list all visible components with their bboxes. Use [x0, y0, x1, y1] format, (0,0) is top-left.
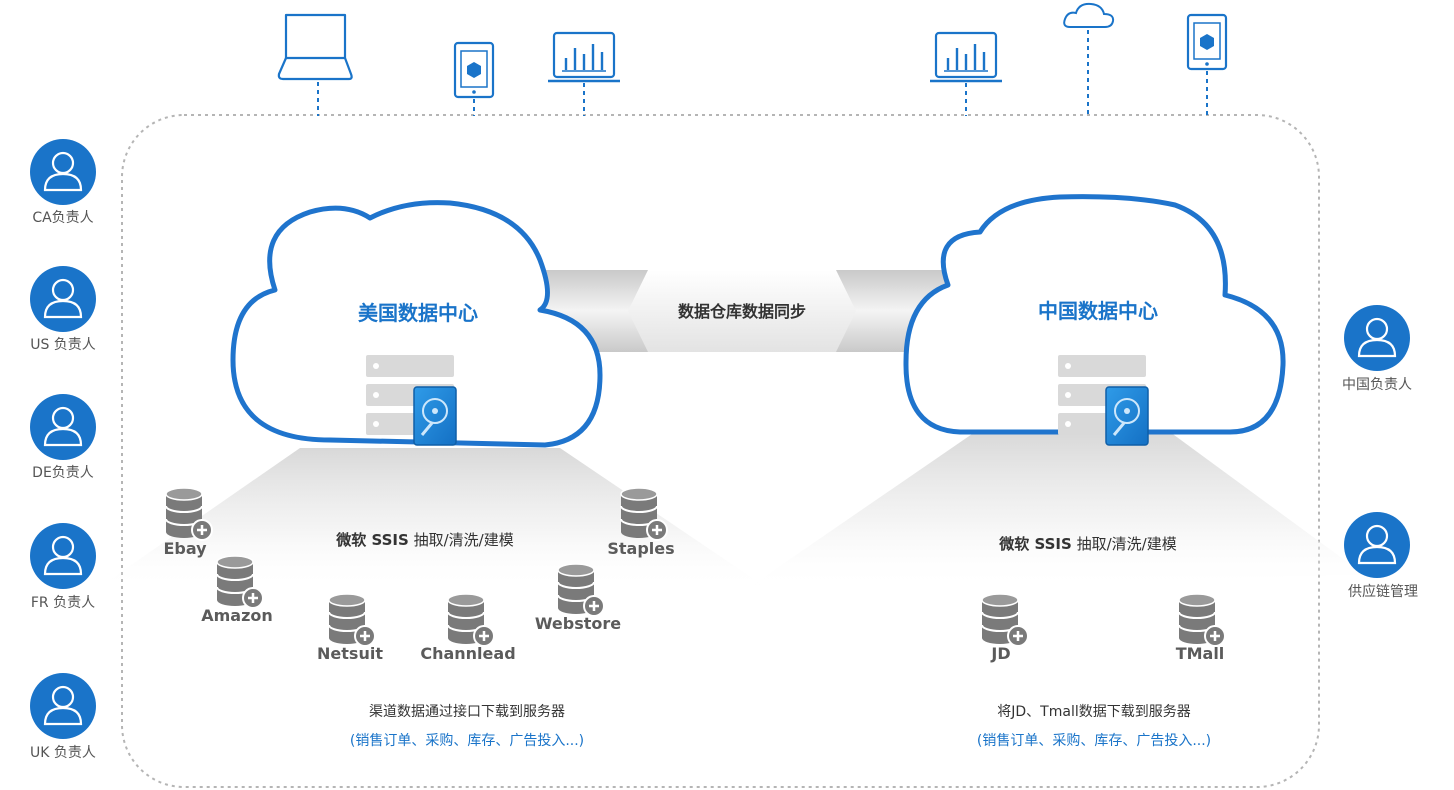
database-icon-tmall	[1177, 592, 1227, 648]
us-ssis-label: 微软 SSIS 抽取/清洗/建模	[335, 531, 513, 549]
db-label-staples: Staples	[607, 539, 674, 558]
cn-ssis-label: 微软 SSIS 抽取/清洗/建模	[998, 535, 1176, 553]
person-label-supply-chain: 供应链管理	[1348, 583, 1418, 600]
person-label-ca: CA负责人	[32, 210, 93, 226]
sync-label: 数据仓库数据同步	[678, 302, 806, 321]
cn-processing-cone	[745, 432, 1365, 590]
person-label-de: DE负责人	[32, 465, 94, 481]
cn-ssis-rest: 抽取/清洗/建模	[1072, 535, 1177, 553]
database-icon-staples	[619, 486, 669, 542]
us-note-line1: 渠道数据通过接口下载到服务器	[369, 703, 565, 720]
cn-cloud-shape	[903, 194, 1286, 435]
db-label-amazon: Amazon	[201, 606, 273, 625]
database-icon-channlead	[446, 592, 496, 648]
us-processing-cone	[95, 448, 770, 590]
cn-note-line1: 将JD、Tmall数据下载到服务器	[997, 704, 1190, 720]
db-label-ebay: Ebay	[163, 539, 207, 558]
person-icon-us	[28, 264, 98, 334]
database-icon-jd	[980, 592, 1030, 648]
person-label-fr: FR 负责人	[31, 595, 95, 611]
us-data-center-title: 美国数据中心	[358, 301, 478, 325]
us-ssis-rest: 抽取/清洗/建模	[409, 531, 514, 549]
laptop-icon	[277, 13, 353, 81]
system-boundary-frame	[121, 114, 1320, 788]
us-note-line2: (销售订单、采购、库存、广告投入...)	[350, 733, 584, 749]
db-label-jd: JD	[990, 644, 1010, 663]
cn-data-center-title: 中国数据中心	[1038, 299, 1158, 323]
person-icon-fr	[28, 521, 98, 591]
cn-ssis-bold: 微软 SSIS	[998, 535, 1072, 553]
tablet-icon	[1186, 13, 1228, 71]
person-icon-de	[28, 392, 98, 462]
us-ssis-bold: 微软 SSIS	[335, 531, 409, 549]
db-label-netsuit: Netsuit	[317, 644, 383, 663]
person-label-us: US 负责人	[30, 337, 96, 353]
person-label-china: 中国负责人	[1342, 377, 1412, 393]
person-icon-ca	[28, 137, 98, 207]
person-icon-china	[1342, 303, 1412, 373]
cloud-icon	[1063, 2, 1115, 28]
us-cloud-shape	[230, 200, 603, 448]
person-icon-supply-chain	[1342, 510, 1412, 580]
db-label-webstore: Webstore	[535, 614, 621, 633]
dashboard-monitor-icon	[546, 31, 622, 83]
cn-server-icon	[1056, 353, 1150, 447]
tablet-icon	[453, 41, 495, 99]
dashboard-monitor-icon	[928, 31, 1004, 83]
us-server-icon	[364, 353, 458, 447]
person-label-uk: UK 负责人	[30, 745, 96, 761]
sync-band	[530, 270, 950, 352]
db-label-tmall: TMall	[1176, 644, 1225, 663]
cn-note-line2: (销售订单、采购、库存、广告投入...)	[977, 733, 1211, 749]
db-label-channlead: Channlead	[420, 644, 515, 663]
database-icon-netsuit	[327, 592, 377, 648]
person-icon-uk	[28, 671, 98, 741]
